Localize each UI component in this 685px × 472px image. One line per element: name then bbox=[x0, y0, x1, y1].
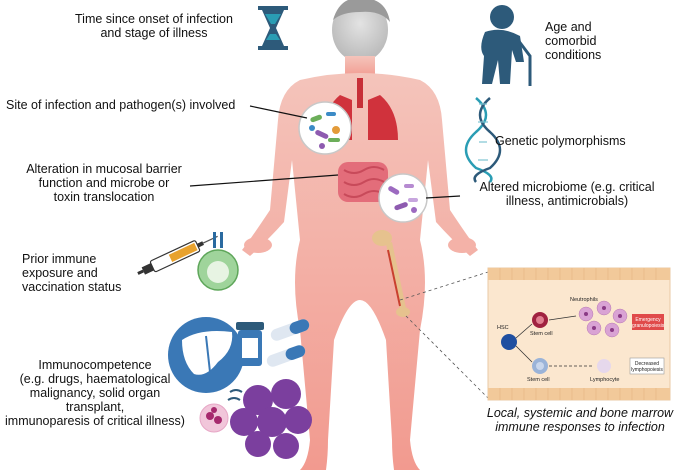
femur bbox=[372, 230, 410, 317]
leader-lines bbox=[189, 105, 461, 199]
label-mucosal: Alteration in mucosal barrier function a… bbox=[26, 162, 182, 204]
label-time-onset: Time since onset of infection and stage … bbox=[75, 12, 233, 40]
hourglass-icon bbox=[258, 6, 288, 50]
label-age: Age and comorbid conditions bbox=[545, 20, 602, 62]
bone-marrow-inset bbox=[487, 267, 671, 401]
inset-label-lymphocyte: Lymphocyte bbox=[590, 377, 620, 383]
label-prior-immune: Prior immune exposure and vaccination st… bbox=[22, 252, 122, 294]
intestines bbox=[338, 162, 388, 202]
neutrophil-icon bbox=[199, 389, 243, 433]
inset-label-neutrophils: Neutrophils bbox=[570, 297, 598, 303]
label-genetic: Genetic polymorphisms bbox=[495, 134, 626, 148]
label-microbiome: Altered microbiome (e.g. critical illnes… bbox=[479, 180, 655, 208]
inset-label-stem-cell-top: Stem cell bbox=[530, 331, 553, 337]
syringe-icon bbox=[137, 235, 218, 275]
microbiome-circle bbox=[378, 173, 428, 223]
dna-helix-icon bbox=[464, 97, 502, 183]
capsules-icon bbox=[266, 319, 310, 367]
dashed-connector bbox=[399, 271, 489, 399]
inset-label-stem-cell-bottom: Stem cell bbox=[527, 377, 550, 383]
label-bone-marrow-response: Local, systemic and bone marrow immune r… bbox=[486, 406, 674, 434]
inset-label-hsc: HSC bbox=[497, 325, 509, 331]
inset-label-emergency: Emergency granulopoiesis bbox=[632, 317, 665, 329]
inset-label-decreased: Decreased lymphopoiesis bbox=[631, 361, 663, 373]
pill-bottle-icon bbox=[236, 322, 264, 366]
malignant-cells-icon bbox=[230, 379, 312, 459]
immune-cell-icon bbox=[197, 232, 239, 291]
label-site-infection: Site of infection and pathogen(s) involv… bbox=[6, 98, 236, 112]
human-body bbox=[242, 0, 478, 470]
liver-icon bbox=[168, 317, 244, 393]
label-immunocompetence: Immunocompetence (e.g. drugs, haematolog… bbox=[5, 358, 185, 428]
elderly-person-icon bbox=[481, 5, 532, 86]
pathogen-circle bbox=[298, 101, 352, 155]
